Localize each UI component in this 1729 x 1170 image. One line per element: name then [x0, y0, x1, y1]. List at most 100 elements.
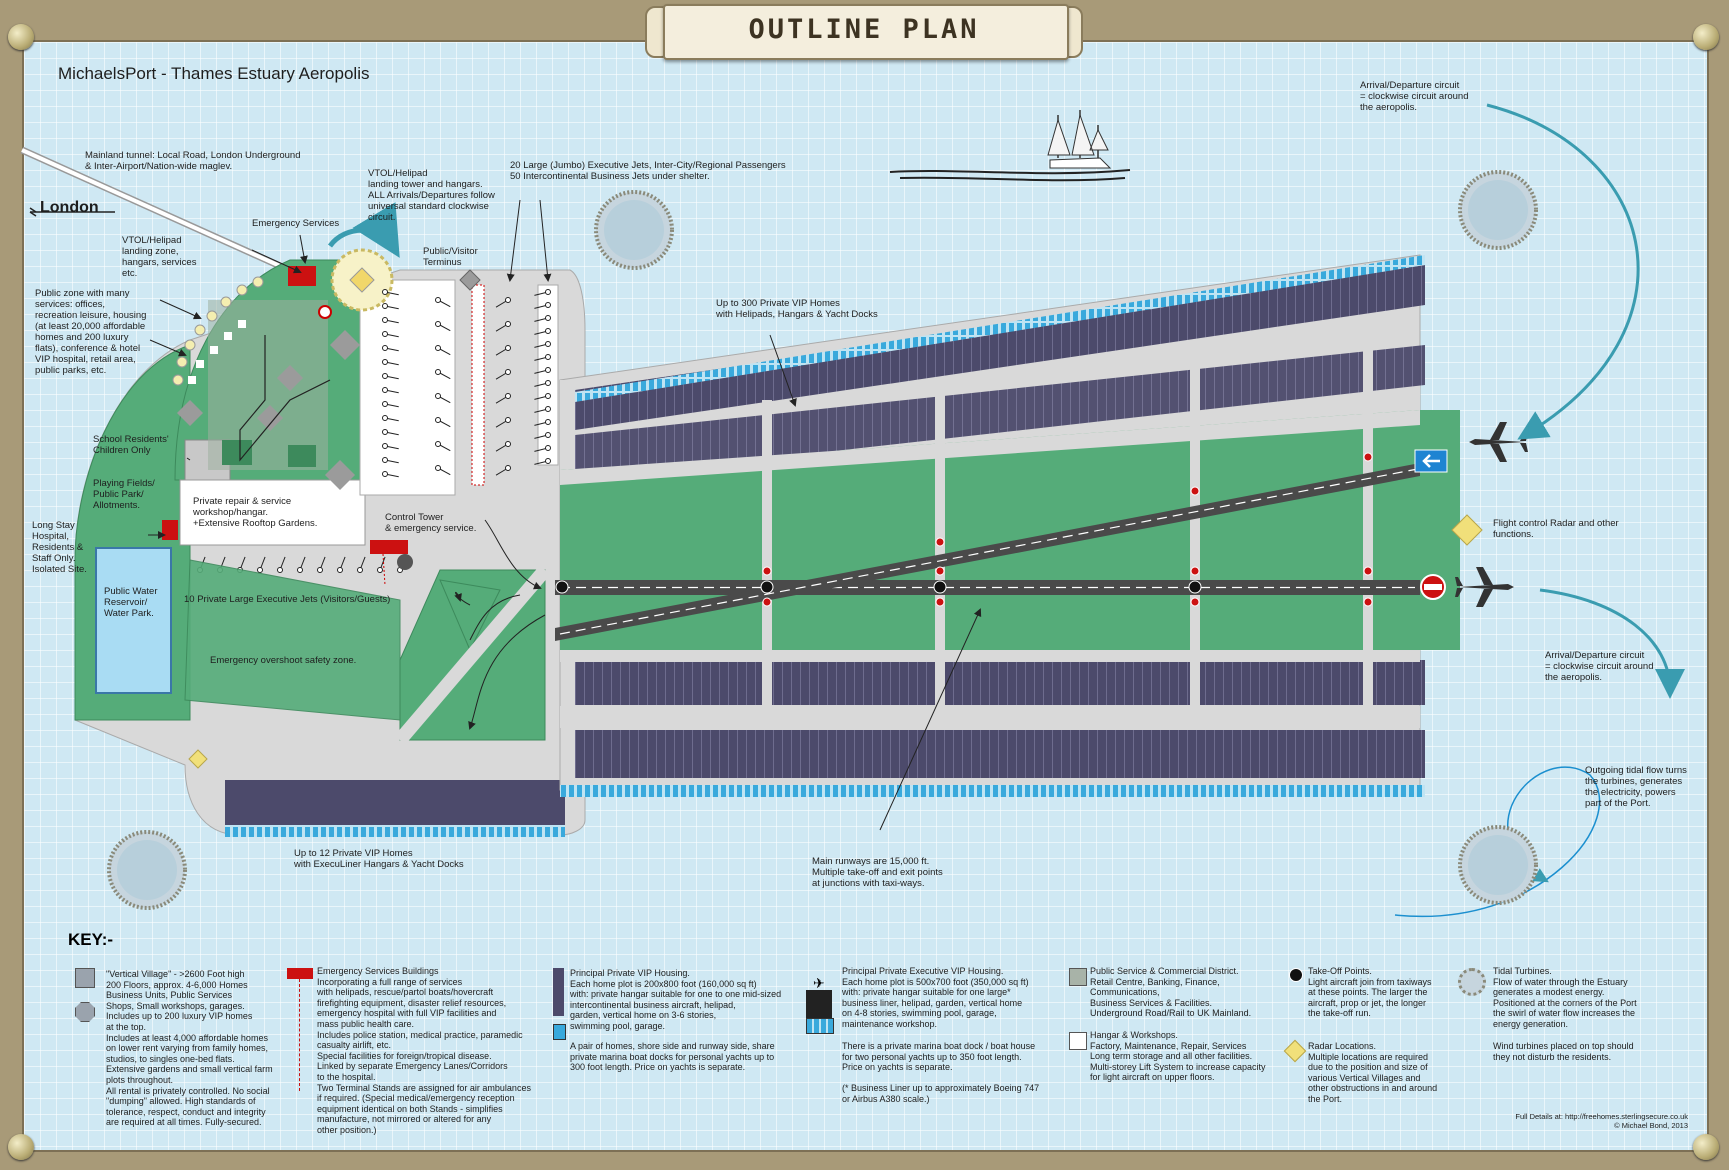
repair-workshop: [179, 479, 366, 546]
corner-rivet-icon: [1693, 1134, 1719, 1160]
corner-rivet-icon: [8, 1134, 34, 1160]
village-swatch-icon: [75, 968, 95, 988]
banner-title: OUTLINE PLAN: [748, 14, 980, 45]
jet-stand-marker: [545, 458, 551, 464]
playing-fields-label: Playing Fields/ Public Park/ Allotments.: [93, 478, 155, 511]
jet-stand-marker: [435, 393, 441, 399]
corner-rivet-icon: [1693, 24, 1719, 50]
circuit-arrow-top: [1486, 103, 1640, 440]
runways-label: Main runways are 15,000 ft. Multiple tak…: [812, 856, 943, 889]
no-entry-icon: [762, 566, 772, 576]
radar-icon: [188, 749, 208, 769]
tidal-flow-label: Outgoing tidal flow turns the turbines, …: [1585, 765, 1687, 809]
jet-stand-marker: [382, 331, 388, 337]
exec-housing-swatch-icon: [806, 990, 832, 1018]
vtol-tower-label: VTOL/Helipad landing tower and hangars. …: [368, 168, 495, 223]
arrival-circuit-top-label: Arrival/Departure circuit = clockwise ci…: [1360, 80, 1469, 113]
no-entry-icon: [1190, 597, 1200, 607]
key-tidal: Tidal Turbines. Flow of water through th…: [1493, 966, 1637, 1029]
jet-stand-marker: [505, 321, 511, 327]
aircraft-icon: ✈: [813, 975, 825, 991]
jet-stand-marker: [382, 303, 388, 309]
title-banner: OUTLINE PLAN: [645, 0, 1083, 60]
no-entry-icon: [1363, 452, 1373, 462]
jet-stand-marker: [382, 359, 388, 365]
no-entry-icon: [935, 537, 945, 547]
banner-plate: [663, 4, 1069, 60]
jet-stand-marker: [435, 417, 441, 423]
flight-control-label: Flight control Radar and other functions…: [1493, 518, 1619, 540]
airplane-icon: [1455, 567, 1514, 607]
water-park: [95, 547, 172, 694]
jet-stand-marker: [545, 341, 551, 347]
airplane-icon: [1469, 422, 1528, 462]
takeoff-point-icon: [1289, 968, 1303, 982]
execuliner-homes: [225, 780, 565, 837]
jet-stand-marker: [382, 443, 388, 449]
jet-stand-marker: [505, 369, 511, 375]
no-entry-icon: [1190, 486, 1200, 496]
jet-stand-marker: [545, 289, 551, 295]
map-title: MichaelsPort - Thames Estuary Aeropolis: [58, 64, 370, 83]
arrival-circuit-bottom-label: Arrival/Departure circuit = clockwise ci…: [1545, 650, 1654, 683]
no-entry-icon: [1363, 597, 1373, 607]
jet-stand-marker: [505, 393, 511, 399]
key-emergency: Emergency Services Buildings Incorporati…: [317, 966, 531, 1135]
key-commercial: Public Service & Commercial District. Re…: [1090, 966, 1252, 1019]
vip-homes-300-label: Up to 300 Private VIP Homes with Helipad…: [716, 298, 878, 320]
jet-stand-marker: [505, 417, 511, 423]
underground-icon: [318, 305, 332, 319]
jet-stand-marker: [545, 367, 551, 373]
key-vip-marina: A pair of homes, shore side and runway s…: [570, 1041, 775, 1073]
annotation-leaders: [148, 199, 982, 831]
jet-stand-marker: [435, 345, 441, 351]
jet-stand-marker: [545, 445, 551, 451]
vip-housing-swatch-icon: [553, 968, 564, 1016]
jet-stand-marker: [382, 345, 388, 351]
commercial-swatch-icon: [1069, 968, 1087, 986]
london-arrow-icon: [29, 207, 37, 217]
jet-stand-marker: [545, 328, 551, 334]
emergency-building-icon: [162, 520, 178, 540]
emergency-building-icon: [287, 968, 313, 979]
private-repair-label: Private repair & service workshop/hangar…: [193, 496, 318, 529]
jet-stand-marker: [545, 315, 551, 321]
emergency-building-icon: [370, 540, 408, 554]
turbine-icon: [107, 830, 187, 910]
terminus: [459, 269, 559, 486]
jet-stand-marker: [317, 567, 323, 573]
jet-stand-marker: [435, 465, 441, 471]
jet-stand-marker: [277, 567, 283, 573]
no-entry-icon: [1363, 566, 1373, 576]
jet-stand-marker: [382, 401, 388, 407]
jet-stand-marker: [382, 457, 388, 463]
school-label: School Residents' Children Only: [93, 434, 169, 456]
jet-stand-marker: [545, 406, 551, 412]
key-vip-housing: Principal Private VIP Housing. Each home…: [570, 968, 782, 1031]
jet-stand-marker: [382, 289, 388, 295]
vip-homes-12-label: Up to 12 Private VIP Homes with ExecuLin…: [294, 848, 464, 870]
key-exec-housing: Principal Private Executive VIP Housing.…: [842, 966, 1029, 1029]
jet-stand-marker: [357, 567, 363, 573]
turbine-icon: [594, 190, 674, 270]
jet-stand-marker: [505, 297, 511, 303]
jet-stand-marker: [435, 321, 441, 327]
jet-stand-marker: [545, 380, 551, 386]
no-entry-icon: [935, 597, 945, 607]
control-tower-label: Control Tower & emergency service.: [385, 512, 477, 534]
credits: Full Details at: http://freehomes.sterli…: [1515, 1112, 1688, 1130]
key-wind: Wind turbines placed on top should they …: [1493, 1041, 1634, 1062]
overshoot-label: Emergency overshoot safety zone.: [210, 655, 357, 666]
vtol-zone-label: VTOL/Helipad landing zone, hangars, serv…: [122, 235, 197, 279]
jet-stand-marker: [382, 373, 388, 379]
private-jets-label: 10 Private Large Executive Jets (Visitor…: [184, 594, 391, 605]
key-exec-note: (* Business Liner up to approximately Bo…: [842, 1083, 1040, 1104]
mainland-tunnel-label: Mainland tunnel: Local Road, London Unde…: [85, 150, 301, 172]
jet-stand-marker: [545, 432, 551, 438]
jet-stand-marker: [382, 317, 388, 323]
key-exec-marina: There is a private marina boat dock / bo…: [842, 1041, 1036, 1073]
jet-stand-marker: [435, 297, 441, 303]
jet-stand-marker: [377, 567, 383, 573]
no-entry-icon: [935, 566, 945, 576]
